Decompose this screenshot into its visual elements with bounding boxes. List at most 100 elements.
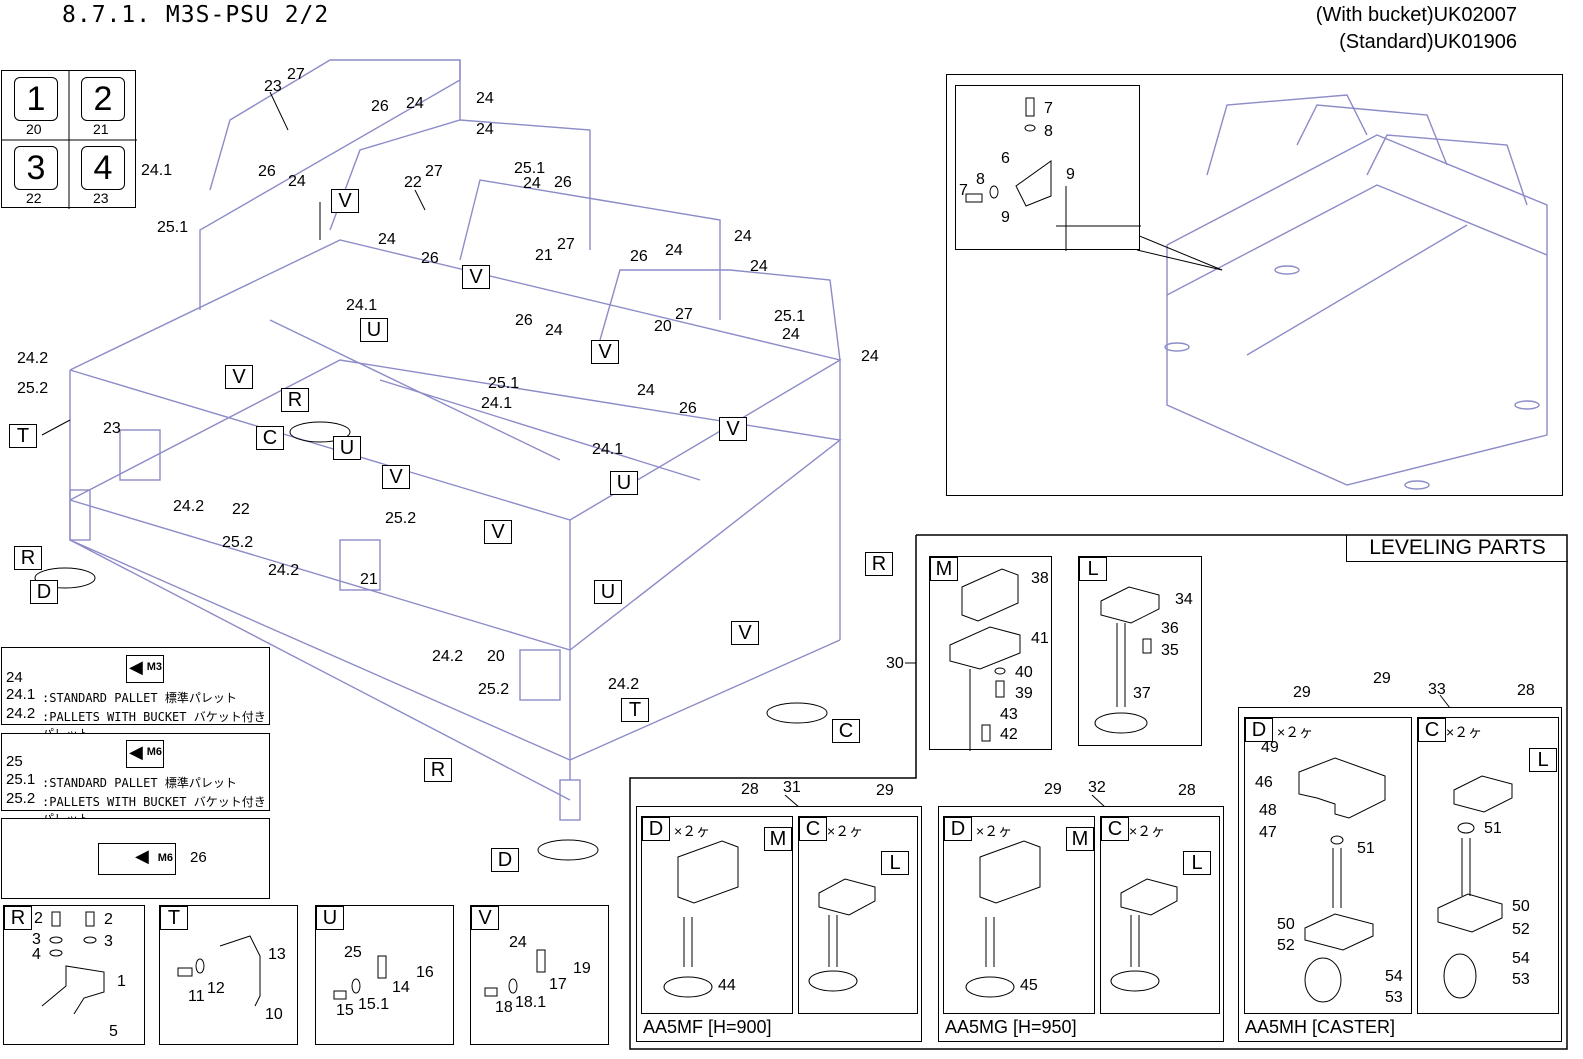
callout: 24 — [861, 348, 879, 365]
group-32-c: C ×２ヶ L — [1100, 816, 1220, 1014]
detail-box-r: R 2 2 3 3 4 1 5 — [3, 905, 145, 1045]
callout: 24 — [378, 231, 396, 248]
detail-tag: L — [1079, 557, 1107, 581]
callout: 41 — [1031, 630, 1049, 647]
detail-tag: C — [1101, 817, 1129, 841]
detail-box-v: V 24 19 17 18 18.1 — [470, 905, 609, 1045]
index-num-3: 3 — [14, 146, 58, 190]
callout: 29 — [1293, 684, 1311, 701]
callout: 49 — [1261, 739, 1279, 756]
callout: 37 — [1133, 685, 1151, 702]
inset-detail: 7 8 6 9 7 8 9 — [955, 85, 1141, 251]
group-caption: AA5MG [H=950] — [945, 1017, 1077, 1037]
sub-tag: M — [1066, 827, 1094, 851]
callout: 29 — [1373, 670, 1391, 687]
callout: 24.2 — [432, 648, 464, 665]
group-31-c: C ×２ヶ L — [798, 816, 918, 1014]
legend-25: 25 25.1 :STANDARD PALLET 標準パレット 25.2 :PA… — [1, 733, 270, 826]
callout: 20 — [654, 318, 672, 335]
callout: 32 — [1088, 779, 1106, 796]
detail-tag: D — [642, 817, 670, 841]
callout: 2 — [34, 910, 43, 927]
callout: 27 — [287, 66, 305, 83]
tag-t: T — [621, 698, 649, 722]
callout: 34 — [1175, 591, 1193, 608]
callout: 26 — [258, 163, 276, 180]
part-code-standard: (Standard)UK01906 — [1339, 31, 1517, 53]
tag-d: D — [30, 580, 58, 604]
badge-arrow-icon: ◀ M6 — [98, 843, 176, 875]
callout: 40 — [1015, 664, 1033, 681]
group-32-d: D ×２ヶ M 45 — [943, 816, 1095, 1014]
callout: 38 — [1031, 570, 1049, 587]
callout: 24 — [545, 322, 563, 339]
callout: 7 — [1044, 100, 1053, 117]
detail-tag: D — [1245, 718, 1273, 742]
callout: 52 — [1512, 921, 1530, 938]
tag-u: U — [333, 436, 361, 460]
index-num-2: 2 — [81, 77, 125, 121]
legend-row-num: 24.1 — [6, 686, 36, 703]
index-sub-4: 23 — [93, 190, 109, 206]
multiplier: ×２ヶ — [1129, 823, 1166, 839]
callout: 3 — [104, 933, 113, 950]
callout: 54 — [1512, 950, 1530, 967]
callout: 26 — [515, 312, 533, 329]
legend-num: 24 — [6, 669, 23, 686]
callout: 27 — [557, 236, 575, 253]
callout: 22 — [232, 501, 250, 518]
callout: 9 — [1001, 209, 1010, 226]
callout: 24 — [523, 175, 541, 192]
callout: 24.1 — [346, 297, 378, 314]
callout: 21 — [535, 247, 553, 264]
callout: 53 — [1512, 971, 1530, 988]
callout: 52 — [1277, 937, 1295, 954]
callout: 51 — [1357, 840, 1375, 857]
callout: 35 — [1161, 642, 1179, 659]
multiplier: ×２ヶ — [827, 823, 864, 839]
tag-r: R — [424, 758, 452, 782]
callout: 25.1 — [488, 375, 520, 392]
detail-tag: T — [160, 906, 188, 930]
tag-v: V — [731, 621, 759, 645]
callout: 14 — [392, 979, 410, 996]
detail-tag: C — [1418, 718, 1446, 742]
callout: 45 — [1020, 977, 1038, 994]
detail-tag: D — [944, 817, 972, 841]
multiplier: ×２ヶ — [976, 823, 1013, 839]
legend-row-num: 24.2 — [6, 705, 36, 722]
sub-tag: M — [764, 827, 792, 851]
callout: 9 — [1066, 166, 1075, 183]
callout: 24 — [665, 242, 683, 259]
callout: 22 — [404, 174, 422, 191]
callout: 26 — [554, 174, 572, 191]
callout: 7 — [959, 182, 968, 199]
tag-u: U — [594, 580, 622, 604]
inset-overview: 7 8 6 9 7 8 9 — [946, 74, 1563, 496]
callout: 24 — [509, 934, 527, 951]
detail-tag: U — [316, 906, 344, 930]
callout: 18.1 — [515, 994, 547, 1011]
tag-d: D — [491, 848, 519, 872]
detail-tag: M — [930, 557, 958, 581]
legend-num: 26 — [190, 849, 207, 866]
callout: 26 — [630, 248, 648, 265]
callout: 24.1 — [141, 162, 173, 179]
detail-box-u: U 25 16 14 15 15.1 — [315, 905, 454, 1045]
badge-arrow-icon: ◀ M6 — [126, 740, 164, 768]
page-title: 8.7.1. M3S-PSU 2/2 — [62, 2, 330, 28]
callout: 24 — [476, 90, 494, 107]
callout: 24 — [476, 121, 494, 138]
callout: 25.2 — [222, 534, 254, 551]
callout: 28 — [1178, 782, 1196, 799]
callout: 16 — [416, 964, 434, 981]
callout: 27 — [675, 306, 693, 323]
tag-r: R — [281, 388, 309, 412]
callout: 43 — [1000, 706, 1018, 723]
part-code-with-bucket: (With bucket)UK02007 — [1315, 4, 1517, 26]
callout: 53 — [1385, 989, 1403, 1006]
callout: 25.1 — [514, 160, 546, 177]
callout: 36 — [1161, 620, 1179, 637]
callout: 48 — [1259, 802, 1277, 819]
index-sub-1: 20 — [26, 121, 42, 137]
